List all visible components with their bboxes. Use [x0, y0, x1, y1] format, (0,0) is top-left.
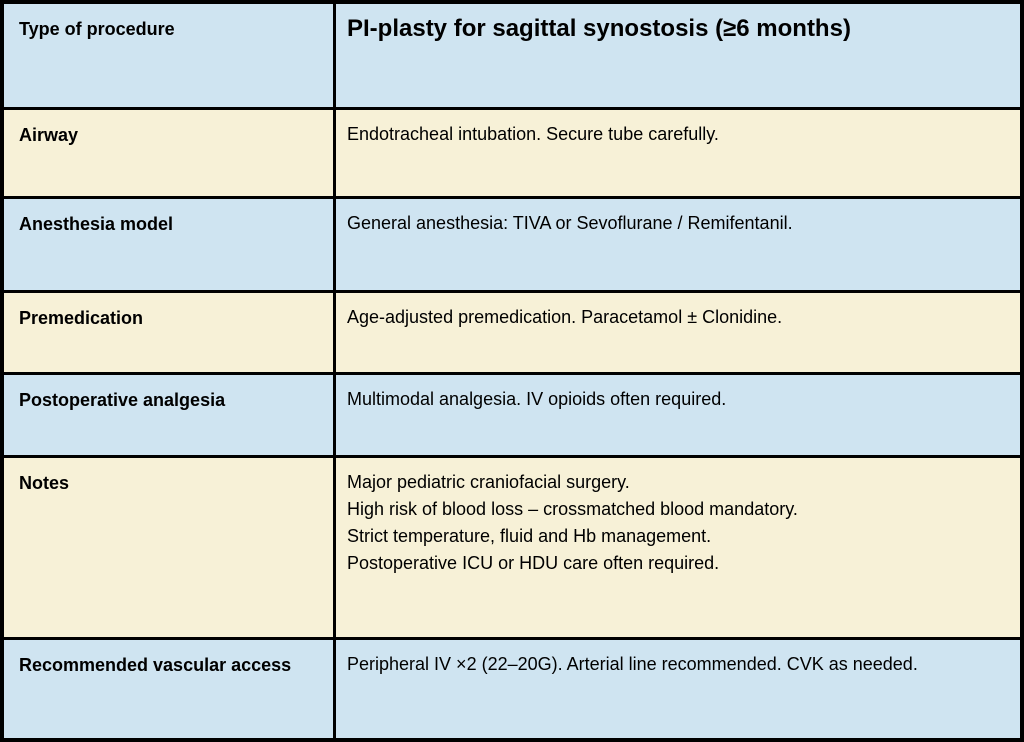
- row-label: Postoperative analgesia: [4, 375, 336, 455]
- row-value: General anesthesia: TIVA or Sevoflurane …: [336, 199, 1020, 290]
- value-line: Postoperative ICU or HDU care often requ…: [347, 553, 720, 573]
- row-postoperative-analgesia: Postoperative analgesia Multimodal analg…: [4, 375, 1020, 458]
- value-line: General anesthesia: TIVA or Sevoflurane …: [347, 213, 793, 233]
- value-line: Age-adjusted premedication. Paracetamol …: [347, 307, 783, 327]
- row-label: Notes: [4, 458, 336, 637]
- row-airway: Airway Endotracheal intubation. Secure t…: [4, 110, 1020, 199]
- header-row-label: Type of procedure: [4, 4, 336, 107]
- value-line: High risk of blood loss – crossmatched b…: [347, 499, 798, 519]
- row-label: Recommended vascular access: [4, 640, 336, 738]
- value-line: Peripheral IV ×2 (22–20G). Arterial line…: [347, 654, 918, 674]
- row-notes: Notes Major pediatric craniofacial surge…: [4, 458, 1020, 640]
- row-label: Premedication: [4, 293, 336, 372]
- value-line: Multimodal analgesia. IV opioids often r…: [347, 389, 727, 409]
- row-value: Endotracheal intubation. Secure tube car…: [336, 110, 1020, 196]
- row-value: Major pediatric craniofacial surgery. Hi…: [336, 458, 1020, 637]
- value-line: Endotracheal intubation. Secure tube car…: [347, 124, 719, 144]
- value-line: Major pediatric craniofacial surgery.: [347, 472, 630, 492]
- row-value: Peripheral IV ×2 (22–20G). Arterial line…: [336, 640, 1020, 738]
- row-value: Multimodal analgesia. IV opioids often r…: [336, 375, 1020, 455]
- header-row: Type of procedure PI-plasty for sagittal…: [4, 4, 1020, 110]
- row-value: Age-adjusted premedication. Paracetamol …: [336, 293, 1020, 372]
- procedure-title: PI-plasty for sagittal synostosis (≥6 mo…: [347, 15, 851, 42]
- row-premedication: Premedication Age-adjusted premedication…: [4, 293, 1020, 375]
- row-recommended-vascular-access: Recommended vascular access Peripheral I…: [4, 640, 1020, 738]
- value-line: Strict temperature, fluid and Hb managem…: [347, 526, 712, 546]
- row-label: Airway: [4, 110, 336, 196]
- row-anesthesia-model: Anesthesia model General anesthesia: TIV…: [4, 199, 1020, 293]
- row-label: Anesthesia model: [4, 199, 336, 290]
